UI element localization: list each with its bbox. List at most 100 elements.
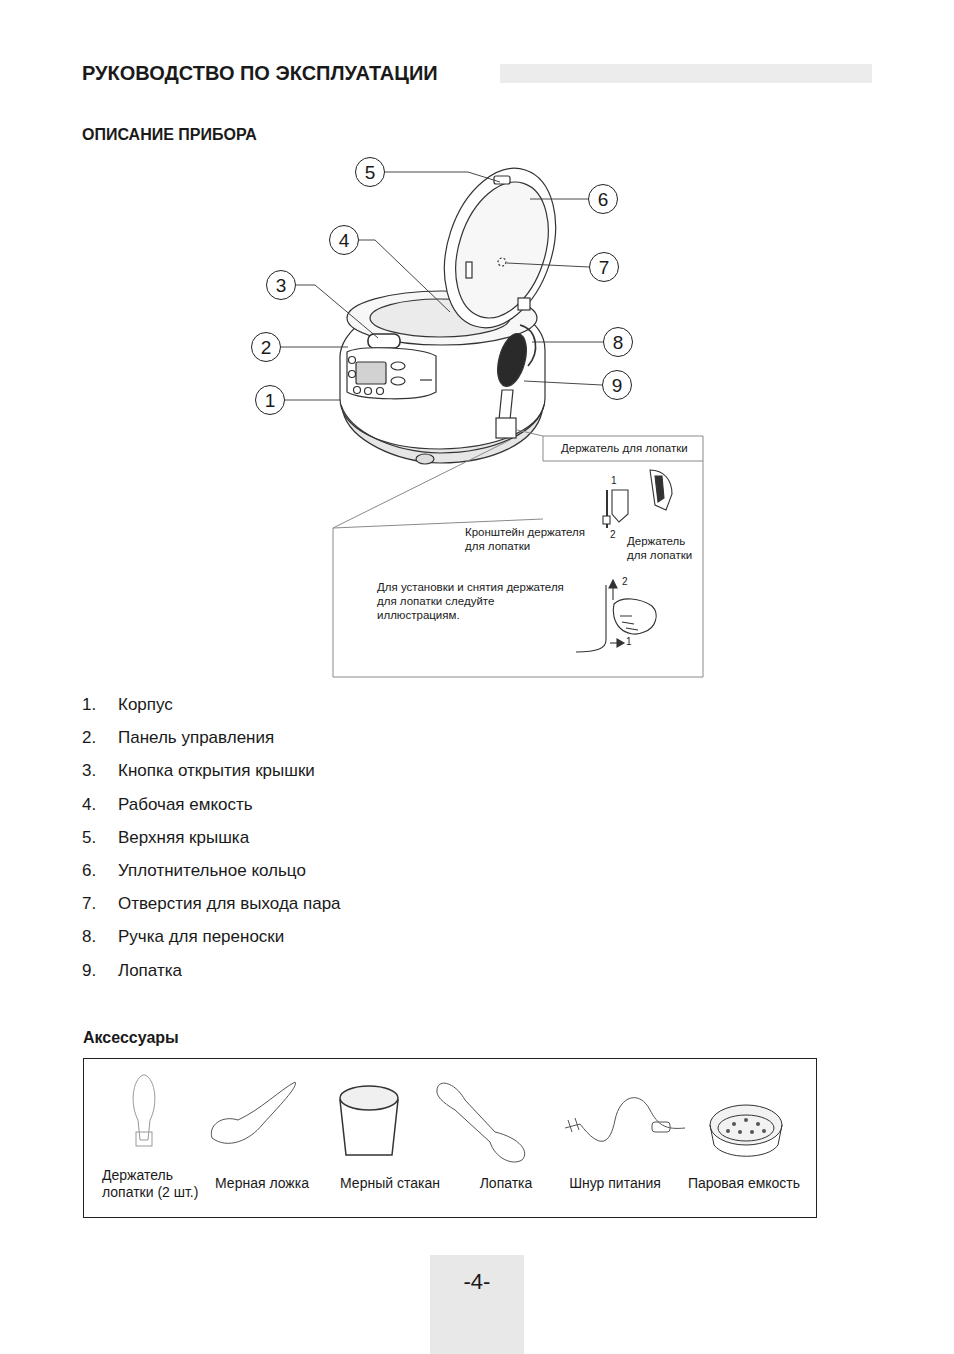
inset-sketches-part: [613, 599, 656, 634]
multicooker-drawing-part: [354, 387, 361, 394]
accessory-icons-part: [565, 1098, 685, 1142]
page-number-band-part: [430, 1255, 524, 1354]
callout-label: 5: [365, 163, 376, 182]
inset-frame-part: [333, 440, 510, 528]
part-name: Верхняя крышка: [118, 828, 249, 848]
page-title: РУКОВОДСТВО ПО ЭКСПЛУАТАЦИИ: [82, 61, 438, 85]
part-name: Рабочая емкость: [118, 795, 253, 815]
list-number: 8.: [82, 927, 96, 947]
multicooker-drawing-part: [341, 405, 544, 453]
inset-frame: [333, 430, 703, 677]
multicooker-drawing-part: [349, 357, 356, 364]
inset-sketches-part: [609, 580, 617, 588]
part-name: Корпус: [118, 695, 173, 715]
inset-sketches-part: [576, 585, 606, 652]
list-number: 2.: [82, 728, 96, 748]
callout-number: 1: [255, 385, 285, 415]
accessory-icons-part: [744, 1118, 748, 1122]
callout-label: 6: [598, 190, 609, 209]
accessory-icons-part: [133, 1075, 155, 1140]
part-name: Уплотнительное кольцо: [118, 861, 306, 881]
multicooker-drawing-part: [494, 176, 510, 184]
accessory-icons-part: [211, 1082, 295, 1143]
callout-number: 2: [251, 332, 281, 362]
callout-label: 7: [599, 258, 610, 277]
multicooker-drawing-part: [368, 334, 400, 348]
instruction-note: Для установки и снятия держателя для лоп…: [377, 581, 572, 622]
accessory-icons-part: [762, 1129, 766, 1133]
callout-label: 9: [612, 376, 623, 395]
list-number: 4.: [82, 795, 96, 815]
section-heading: ОПИСАНИЕ ПРИБОРА: [82, 125, 257, 144]
leader-lines-part: [385, 172, 500, 182]
multicooker-drawing-part: [499, 390, 513, 420]
inset-panel: Держатель для лопатки 1Кронштейн держател…: [333, 436, 703, 677]
multicooker-drawing-part: [356, 362, 386, 384]
list-number: 1.: [82, 695, 96, 715]
multicooker-drawing-part: [425, 154, 575, 342]
inset-sketches-part: [620, 616, 638, 630]
multicooker-drawing-part: [391, 377, 405, 385]
inset-sketches-part: [603, 516, 610, 524]
callout-number: 4: [329, 225, 359, 255]
accessory-icons-part: [750, 1130, 754, 1134]
list-number: 3.: [82, 761, 96, 781]
callout-number: 3: [266, 270, 296, 300]
accessory-icons-part: [718, 1115, 774, 1141]
inset-sketches-part: [617, 639, 624, 647]
inset-sketches: [576, 470, 672, 652]
inset-frame-part: [333, 436, 703, 677]
leader-lines-part: [532, 342, 603, 343]
leader-lines-part: [530, 199, 588, 200]
part-caption: Кронштейн держателя для лопатки: [465, 526, 600, 554]
accessory-icons-part: [710, 1105, 782, 1145]
accessory-icons-part: [726, 1118, 766, 1134]
page-number-text: -4-: [430, 1269, 524, 1295]
part-name: Панель управления: [118, 728, 274, 748]
inset-heading: Держатель для лопатки: [561, 442, 701, 456]
multicooker-drawing-part: [391, 362, 405, 370]
multicooker-drawing-part: [518, 298, 530, 310]
part-caption: Держатель для лопатки: [627, 535, 701, 563]
step-number: 2: [610, 529, 622, 541]
accessory-icons-part: [437, 1083, 525, 1162]
callout-number: 5: [355, 157, 385, 187]
callout-label: 8: [613, 333, 624, 352]
accessory-caption: Шнур питания: [555, 1175, 675, 1192]
accessory-caption: Мерная ложка: [202, 1175, 322, 1192]
callout-label: 4: [339, 231, 350, 250]
multicooker-drawing-part: [365, 388, 372, 395]
multicooker-drawing-part: [492, 331, 531, 390]
leader-lines-part: [524, 381, 602, 385]
callout-number: 8: [603, 327, 633, 357]
leader-lines: [281, 172, 603, 400]
multicooker-drawing-part: [420, 379, 432, 380]
accessory-icons-part: [340, 1086, 398, 1110]
multicooker-drawing-part: [349, 371, 356, 378]
leader-lines-part: [296, 285, 378, 338]
callout-number: 7: [589, 252, 619, 282]
accessory-icons-part: [732, 1122, 736, 1126]
multicooker-drawing-part: [466, 262, 472, 278]
callout-number: 6: [588, 184, 618, 214]
accessory-icons-part: [738, 1130, 742, 1134]
section-heading: Аксессуары: [83, 1028, 283, 1047]
list-number: 6.: [82, 861, 96, 881]
page-number: -4-: [430, 1255, 524, 1354]
title-band-part: [500, 64, 872, 83]
accessory-caption: Лопатка: [451, 1175, 561, 1192]
step-number: 1: [611, 475, 623, 487]
callout-label: 2: [261, 338, 272, 357]
multicooker-drawing: [340, 154, 575, 464]
inset-frame-part: [543, 436, 703, 461]
callout-number: 9: [602, 370, 632, 400]
inset-sketches-part: [655, 476, 664, 502]
inset-sketches-part: [612, 490, 628, 522]
part-name: Отверстия для выхода пара: [118, 894, 341, 914]
multicooker-drawing-part: [496, 418, 516, 438]
accessory-icons-part: [136, 1132, 152, 1146]
multicooker-drawing-part: [498, 258, 506, 266]
multicooker-drawing-part: [347, 348, 436, 399]
